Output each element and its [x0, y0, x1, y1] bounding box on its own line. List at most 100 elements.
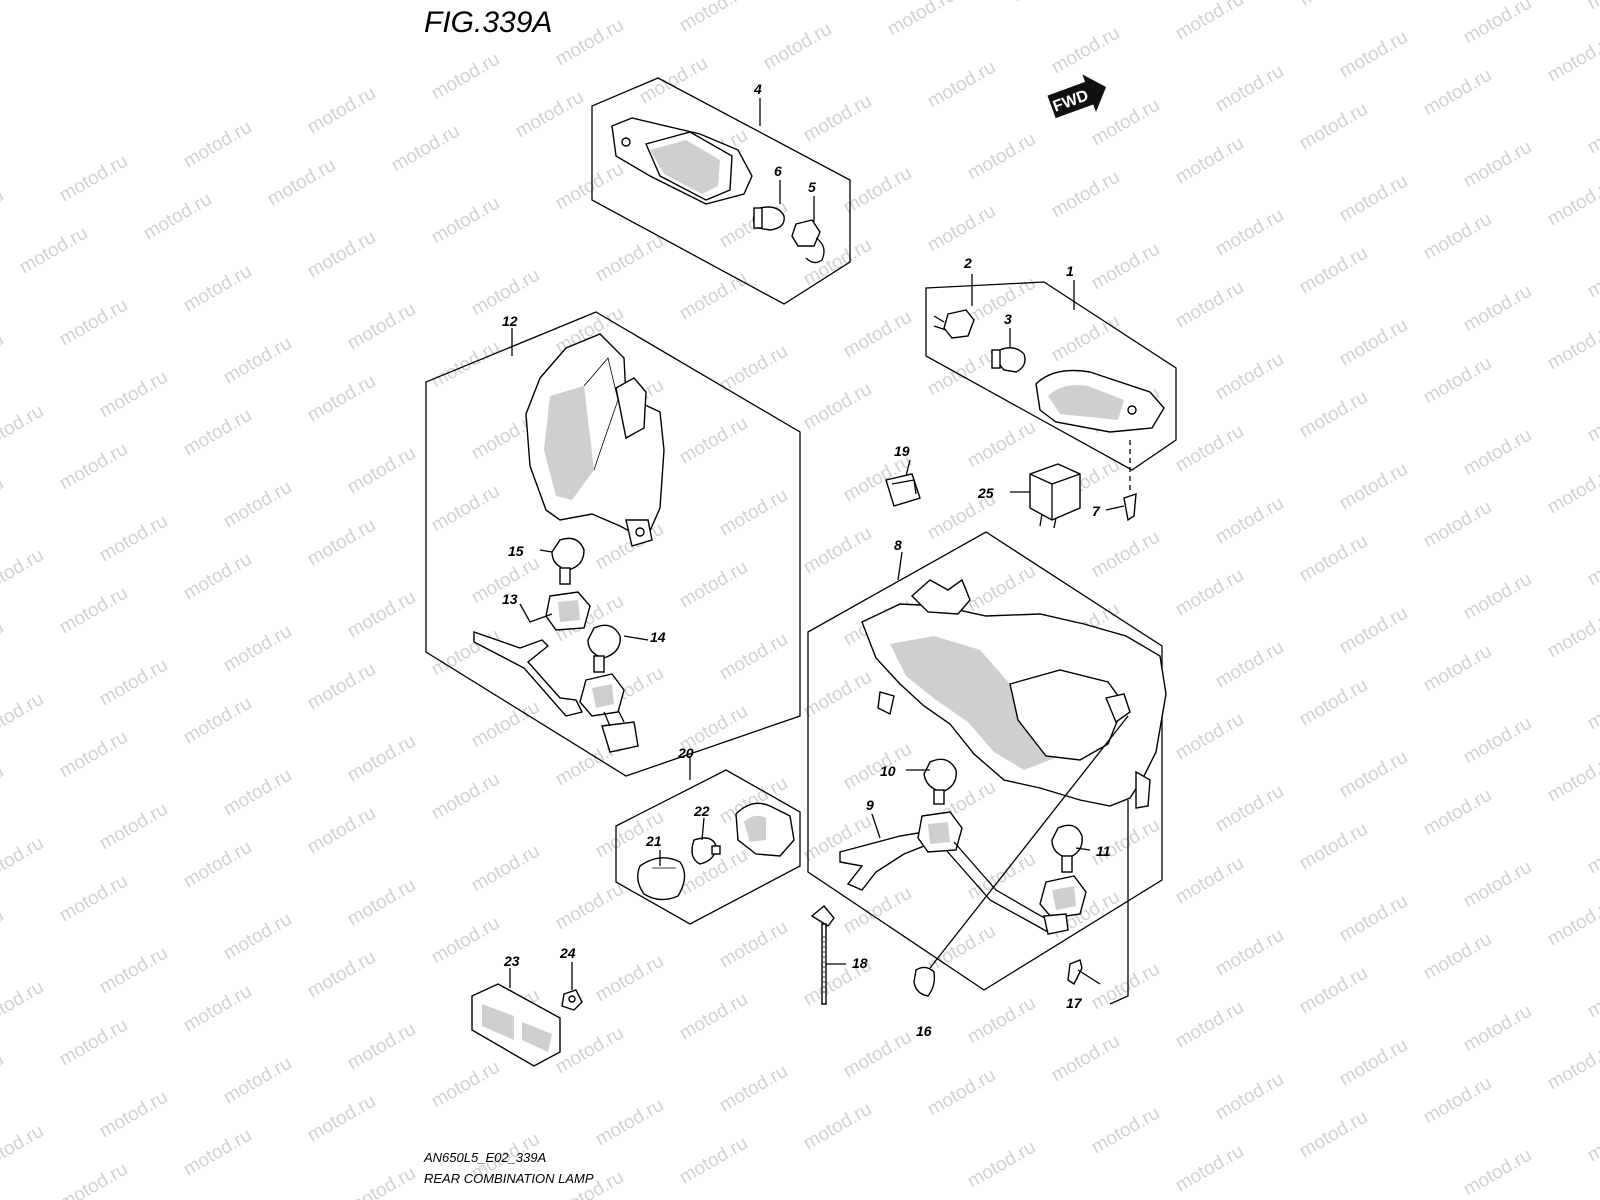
group-20-box — [615, 769, 801, 925]
watermark-text: motod.ru — [56, 439, 131, 495]
turn-signal-lamp-1 — [1035, 369, 1165, 433]
watermark-text: motod.ru — [344, 299, 419, 355]
watermark-text: motod.ru — [1420, 65, 1495, 121]
watermark-text: motod.ru — [800, 667, 875, 723]
callout-18: 18 — [852, 955, 868, 971]
watermark-text: motod.ru — [1212, 493, 1287, 549]
watermark-text: motod.ru — [0, 977, 47, 1033]
watermark-text: motod.ru — [1212, 205, 1287, 261]
watermark-text: motod.ru — [1172, 997, 1247, 1053]
watermark-text: motod.ru — [676, 0, 751, 36]
watermark-text: motod.ru — [344, 875, 419, 931]
watermark-text: motod.ru — [840, 739, 915, 795]
callout-12: 12 — [502, 313, 518, 329]
watermark-text: motod.ru — [800, 91, 875, 147]
watermark-text: motod.ru — [964, 561, 1039, 617]
callout-9: 9 — [866, 797, 874, 813]
watermark-text: motod.ru — [1420, 353, 1495, 409]
bulb-15 — [551, 537, 585, 585]
callout-25: 25 — [977, 485, 994, 501]
watermark-text: motod.ru — [1544, 463, 1600, 519]
watermark-text: motod.ru — [264, 155, 339, 211]
watermark-text: motod.ru — [1048, 311, 1123, 367]
callout-10: 10 — [880, 763, 896, 779]
watermark-text: motod.ru — [220, 621, 295, 677]
watermark-text: motod.ru — [180, 549, 255, 605]
watermark-text: motod.ru — [388, 121, 463, 177]
watermark-text: motod.ru — [344, 1163, 419, 1200]
callout-22: 22 — [693, 803, 710, 819]
group-8-box — [807, 531, 1163, 991]
group-12-box — [425, 311, 801, 777]
watermark-text: motod.ru — [1008, 0, 1083, 6]
watermark-text: motod.ru — [0, 1121, 47, 1177]
watermark-text: motod.ru — [800, 0, 875, 2]
watermark-text: motod.ru — [304, 947, 379, 1003]
watermark-text: motod.ru — [1172, 709, 1247, 765]
watermark-text: motod.ru — [716, 485, 791, 541]
watermark-text: motod.ru — [1420, 1073, 1495, 1129]
watermark-text: motod.ru — [924, 1065, 999, 1121]
watermark-text: motod.ru — [1336, 171, 1411, 227]
callout-8: 8 — [894, 537, 902, 553]
watermark-text: motod.ru — [716, 1061, 791, 1117]
watermark-text: motod.ru — [1048, 1031, 1123, 1087]
watermark-text: motod.ru — [180, 117, 255, 173]
watermark-text: motod.ru — [304, 659, 379, 715]
lamp-housing-12 — [525, 333, 665, 547]
watermark-text: motod.ru — [304, 83, 379, 139]
watermark-text: motod.ru — [676, 413, 751, 469]
watermark-text: motod.ru — [0, 185, 7, 241]
watermark-text: motod.ru — [220, 1053, 295, 1109]
screw-17 — [1067, 800, 1129, 1005]
watermark-text: motod.ru — [760, 19, 835, 75]
watermark-text: motod.ru — [1460, 425, 1535, 481]
harness-9 — [839, 811, 1053, 933]
diagram-code-label: AN650L5_E02_339A — [424, 1150, 547, 1165]
callout-17: 17 — [1066, 995, 1083, 1011]
watermark-text: motod.ru — [428, 1057, 503, 1113]
callout-19: 19 — [894, 443, 910, 459]
watermark-text: motod.ru — [428, 481, 503, 537]
watermark-text: motod.ru — [592, 1095, 667, 1151]
watermark-text: motod.ru — [1296, 99, 1371, 155]
watermark-text: motod.ru — [0, 473, 7, 529]
watermark-text: motod.ru — [1048, 167, 1123, 223]
watermark-text: motod.ru — [552, 879, 627, 935]
watermark-text: motod.ru — [1544, 31, 1600, 87]
socket-11 — [1039, 875, 1087, 935]
watermark-text: motod.ru — [0, 905, 7, 961]
watermark-text: motod.ru — [1460, 569, 1535, 625]
watermark-text: motod.ru — [140, 189, 215, 245]
watermark-text: motod.ru — [924, 345, 999, 401]
watermark-text: motod.ru — [1336, 315, 1411, 371]
watermark-text: motod.ru — [56, 871, 131, 927]
watermark-text: motod.ru — [428, 49, 503, 105]
watermark-text: motod.ru — [1172, 853, 1247, 909]
watermark-text: motod.ru — [1544, 751, 1600, 807]
watermark-text: motod.ru — [676, 989, 751, 1045]
watermark-text: motod.ru — [220, 477, 295, 533]
watermark-text: motod.ru — [964, 273, 1039, 329]
watermark-text: motod.ru — [924, 57, 999, 113]
watermark-text: motod.ru — [1172, 0, 1247, 44]
watermark-text: motod.ru — [1212, 637, 1287, 693]
watermark-text: motod.ru — [428, 625, 503, 681]
watermark-text: motod.ru — [0, 329, 7, 385]
watermark-text: motod.ru — [1172, 565, 1247, 621]
watermark-text: motod.ru — [304, 227, 379, 283]
callout-1: 1 — [1066, 263, 1074, 279]
watermark-text: motod.ru — [1336, 603, 1411, 659]
watermark-text: motod.ru — [304, 1091, 379, 1147]
watermark-text: motod.ru — [180, 1125, 255, 1181]
watermark-text: motod.ru — [800, 523, 875, 579]
watermark-text: motod.ru — [1420, 497, 1495, 553]
watermark-text: motod.ru — [676, 269, 751, 325]
watermark-text: motod.ru — [1212, 349, 1287, 405]
watermark-text: motod.ru — [1460, 713, 1535, 769]
watermark-text: motod.ru — [96, 1087, 171, 1143]
watermark-text: motod.ru — [1296, 819, 1371, 875]
watermark-text: motod.ru — [0, 545, 47, 601]
callout-23: 23 — [503, 953, 520, 969]
watermark-text: motod.ru — [1460, 857, 1535, 913]
